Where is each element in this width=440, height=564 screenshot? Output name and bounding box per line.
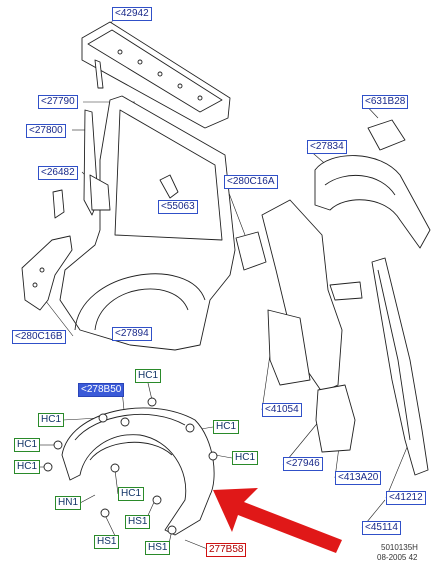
part-label-41212[interactable]: <41212 (386, 491, 426, 505)
part-label-27800[interactable]: <27800 (26, 124, 66, 138)
wheelhouse-extension-part (21, 235, 73, 311)
d-pillar-trim-part (371, 257, 429, 476)
part-label-413a20[interactable]: <413A20 (335, 471, 382, 485)
part-label-280c16b[interactable]: <280C16B (12, 330, 66, 344)
part-label-278b50[interactable]: <278B50 (78, 383, 125, 397)
hardware-label-hs1-middle[interactable]: HS1 (125, 515, 151, 529)
hardware-label-hc1-left-middle[interactable]: HC1 (14, 438, 41, 452)
part-label-27834[interactable]: <27834 (307, 140, 347, 154)
part-label-27790[interactable]: <27790 (38, 95, 78, 109)
hardware-label-hn1[interactable]: HN1 (55, 496, 82, 510)
red-arrow-indicator (213, 488, 342, 553)
part-label-27946[interactable]: <27946 (283, 457, 323, 471)
part-label-277b58[interactable]: 277B58 (206, 543, 247, 557)
fasteners (43, 397, 218, 535)
diagram-date: 08-2005 42 (377, 553, 418, 562)
part-label-280c16a[interactable]: <280C16A (224, 175, 278, 189)
part-label-45114[interactable]: <45114 (362, 521, 401, 535)
inner-pillar-part (261, 199, 363, 393)
hardware-label-hc1-right-lower[interactable]: HC1 (232, 451, 259, 465)
hardware-label-hs1-right[interactable]: HS1 (145, 541, 171, 555)
bracket-part (52, 189, 65, 219)
quarter-panel-part (59, 95, 236, 351)
bracket-280c16a-part (235, 231, 267, 271)
hardware-label-hc1-top[interactable]: HC1 (135, 369, 162, 383)
part-label-26482[interactable]: <26482 (38, 166, 78, 180)
hardware-label-hc1-left-lower[interactable]: HC1 (14, 460, 41, 474)
part-label-631b28[interactable]: <631B28 (362, 95, 409, 109)
hardware-label-hc1-center[interactable]: HC1 (118, 487, 145, 501)
wheel-arch-outer-part (314, 155, 431, 249)
part-label-27894[interactable]: <27894 (112, 327, 152, 341)
hardware-label-hc1-left-upper[interactable]: HC1 (38, 413, 65, 427)
part-label-55063[interactable]: <55063 (158, 200, 198, 214)
hardware-label-hs1-left[interactable]: HS1 (94, 535, 120, 549)
lower-pillar-panel-part (315, 384, 356, 453)
part-label-41054[interactable]: <41054 (262, 403, 302, 417)
roof-panel-part (81, 21, 231, 129)
hardware-label-hc1-right-upper[interactable]: HC1 (213, 420, 240, 434)
diagram-code: 5010135H (381, 543, 418, 552)
wheel-liner-part (61, 407, 215, 536)
part-label-42942[interactable]: <42942 (112, 7, 152, 21)
bracket-631b28-part (367, 119, 406, 151)
c-pillar-trim-part (83, 109, 111, 216)
